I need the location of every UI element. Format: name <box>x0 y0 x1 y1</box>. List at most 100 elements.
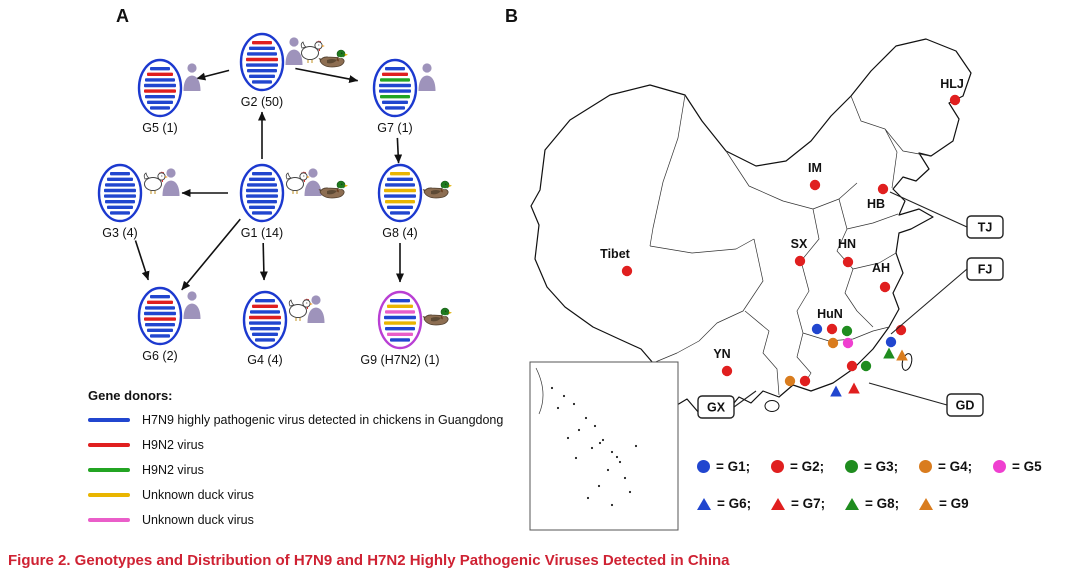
map-markers <box>621 94 961 397</box>
map-legend-item-G7: = G7; <box>771 496 835 511</box>
gene-segment <box>387 205 413 209</box>
gene-segment <box>384 321 416 325</box>
human-icon <box>418 63 436 91</box>
gene-donor-item: H9N2 virus <box>88 463 518 477</box>
province-box-label: GD <box>956 399 975 413</box>
gene-segment <box>385 310 415 314</box>
gene-segment <box>105 183 135 187</box>
gene-segment <box>145 95 175 99</box>
gene-donor-label: Unknown duck virus <box>142 488 254 502</box>
circle-marker-icon <box>919 460 932 473</box>
map-marker-G9 <box>896 349 908 361</box>
genotype-node-G4: G4 (4) <box>242 290 325 367</box>
pointer-line-TJ <box>889 191 968 228</box>
gene-segment <box>247 200 277 204</box>
genotype-node-label: G2 (50) <box>241 95 283 109</box>
genotype-node-G1: G1 (14) <box>239 163 348 240</box>
genotype-node-G2: G2 (50) <box>239 32 348 109</box>
map-legend-label: = G1; <box>716 459 751 474</box>
genotype-node-G5: G5 (1) <box>137 58 201 135</box>
human-icon <box>307 295 325 323</box>
figure-caption: Figure 2. Genotypes and Distribution of … <box>8 552 730 569</box>
gene-segment <box>249 74 275 78</box>
human-icon <box>183 63 201 91</box>
map-legend-item-G8: = G8; <box>845 496 909 511</box>
gene-color-line <box>88 468 130 472</box>
pointer-line-GD <box>868 382 948 406</box>
circle-marker-icon <box>697 460 710 473</box>
province-label-AH: AH <box>872 261 890 275</box>
genotype-node-G8: G8 (4) <box>377 163 452 240</box>
province-box-TJ <box>966 215 1004 239</box>
map-marker-G2 <box>621 265 633 277</box>
gene-segment <box>385 327 415 331</box>
gene-donor-item: Unknown duck virus <box>88 488 518 502</box>
gene-segment <box>385 67 405 71</box>
gene-donor-label: H9N2 virus <box>142 463 204 477</box>
gene-donor-item: H9N2 virus <box>88 438 518 452</box>
gene-segment <box>380 95 410 99</box>
triangle-marker-icon <box>771 497 785 510</box>
gene-segment <box>387 332 413 336</box>
map-marker-G2 <box>846 360 858 372</box>
gene-segment <box>255 299 275 303</box>
triangle-marker-icon <box>697 497 711 510</box>
map-marker-G4 <box>827 337 839 349</box>
province-box-GX <box>697 395 735 419</box>
map-marker-G4 <box>784 375 796 387</box>
map-legend-item-G4: = G4; <box>919 459 983 474</box>
gene-segment <box>387 304 413 308</box>
map-legend-item-G9: = G9 <box>919 496 983 511</box>
gene-color-line <box>88 518 130 522</box>
genotype-node-label: G8 (4) <box>382 226 417 240</box>
circle-marker-icon <box>845 460 858 473</box>
gene-segment <box>147 300 173 304</box>
gene-segment <box>252 332 278 336</box>
gene-segment <box>384 188 416 193</box>
province-label-HLJ: HLJ <box>940 77 964 91</box>
map-marker-G1 <box>811 323 823 335</box>
gene-segment <box>250 327 280 331</box>
map-marker-G8 <box>883 347 895 359</box>
duck-icon <box>422 307 452 326</box>
gene-color-line <box>88 443 130 447</box>
gene-segment <box>147 72 173 76</box>
gene-segment <box>145 306 175 310</box>
duck-icon <box>422 180 452 199</box>
province-box-label: GX <box>707 401 726 415</box>
arrow-G7-to-G8 <box>394 137 403 164</box>
gene-donor-label: H7N9 highly pathogenic virus detected in… <box>142 413 504 427</box>
gene-segment <box>252 80 272 84</box>
map-legend-item-G3: = G3; <box>845 459 909 474</box>
province-label-HB: HB <box>867 197 885 211</box>
genotype-node-G6: G6 (2) <box>137 286 201 363</box>
gene-segment <box>150 334 170 338</box>
arrow-G2-to-G5 <box>196 69 230 81</box>
gene-segment <box>144 83 176 88</box>
duck-icon <box>318 49 348 68</box>
inset-coastline <box>535 367 544 415</box>
gene-color-line <box>88 493 130 497</box>
gene-segment <box>250 310 280 314</box>
gene-donor-label: H9N2 virus <box>142 438 204 452</box>
gene-segment <box>110 211 130 215</box>
province-box-label: TJ <box>978 221 993 235</box>
gene-segment <box>145 78 175 82</box>
gene-segment <box>249 46 275 50</box>
province-label-SX: SX <box>791 237 808 251</box>
gene-segment <box>382 100 408 104</box>
gene-donor-item: H7N9 highly pathogenic virus detected in… <box>88 413 518 427</box>
inset-island-dots <box>550 386 638 507</box>
genotype-node-label: G6 (2) <box>142 349 177 363</box>
human-icon <box>183 291 201 319</box>
duck-icon <box>318 180 348 199</box>
gene-segment <box>150 295 170 299</box>
gene-segment <box>147 100 173 104</box>
genotype-node-G9: G9 (H7N2) (1) <box>360 290 452 367</box>
province-label-YN: YN <box>713 347 730 361</box>
circle-marker-icon <box>771 460 784 473</box>
genotype-network-diagram: G5 (1)G2 (50)G7 (1)G3 (4)G1 (14)G8 (4)G6… <box>97 32 452 367</box>
province-label-IM: IM <box>808 161 822 175</box>
